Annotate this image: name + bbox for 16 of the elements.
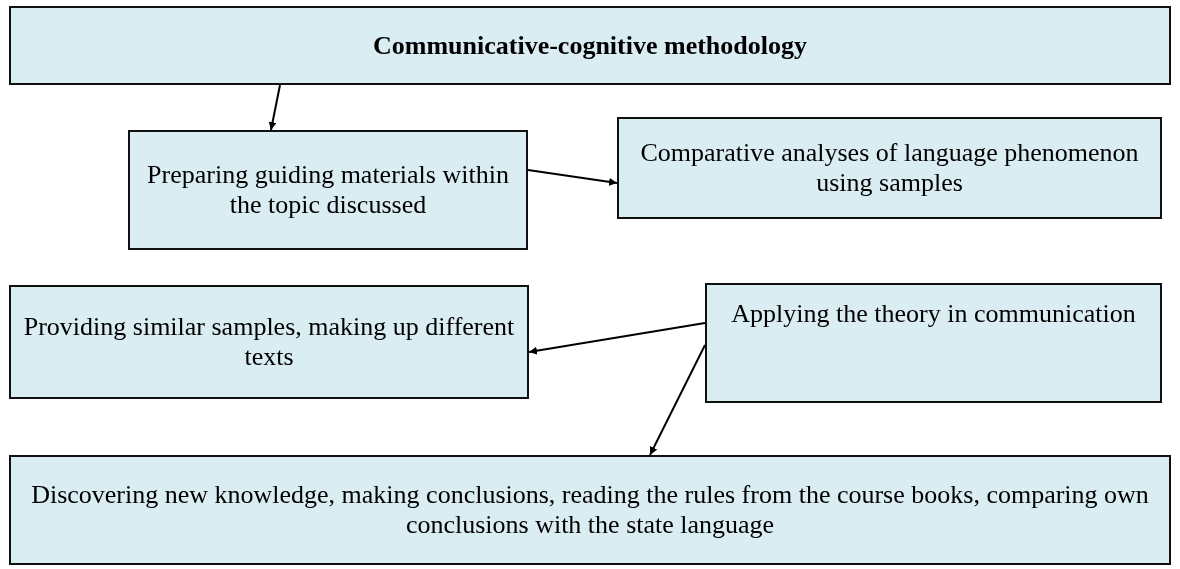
box-text: Comparative analyses of language phenomenon using samples [639,138,1140,198]
process-box [617,117,1162,219]
box-text: Discovering new knowledge, making conclusions, reading the rules from the course books, comparing own conclusions with the state language [30,480,1150,540]
process-box [9,6,1171,85]
box-text: Providing similar samples, making up different texts [23,312,515,372]
box-text: Communicative-cognitive methodology [373,30,807,61]
arrow [527,169,618,186]
arrow [528,322,706,355]
box-text: Applying the theory in communication [731,299,1136,329]
box-text: Preparing guiding materials within the topic discussed [146,160,510,220]
arrow [268,84,281,131]
arrow [649,344,706,456]
process-box [9,285,529,399]
process-box [9,455,1171,565]
process-box [128,130,528,250]
process-box [705,283,1162,403]
